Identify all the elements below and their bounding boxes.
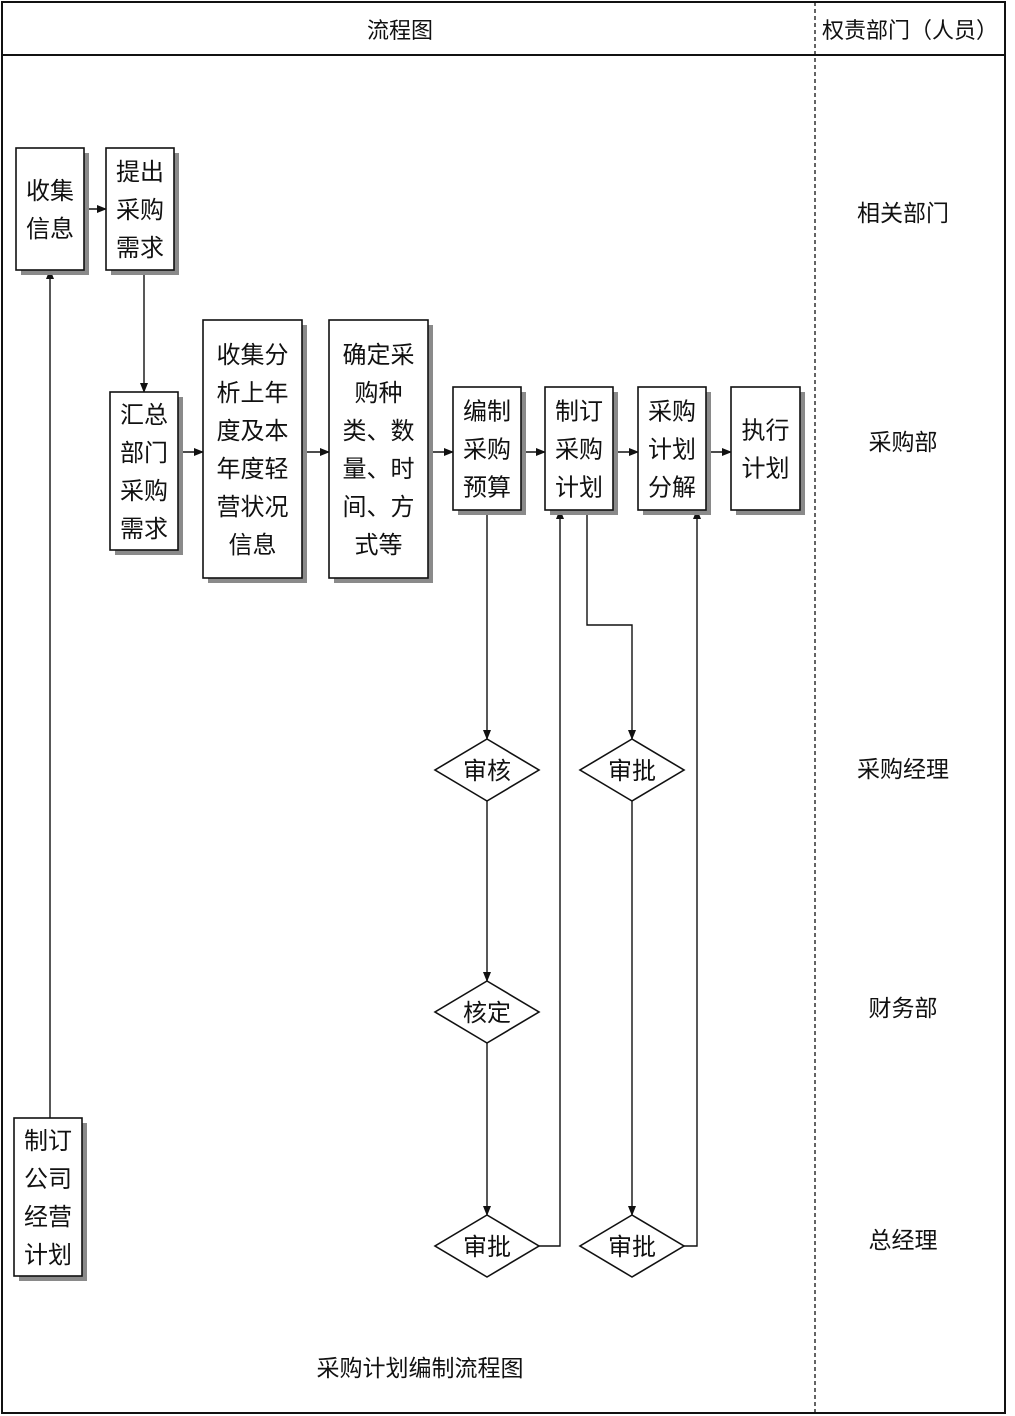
node-label-line: 审批 [608, 757, 656, 785]
node-label-line: 营状况 [217, 493, 289, 521]
node-label-line: 审批 [608, 1233, 656, 1261]
node-label-line: 购种 [355, 379, 403, 407]
node-label-line: 经营 [24, 1203, 72, 1231]
node-label-line: 采购 [463, 436, 511, 464]
node-box [544, 386, 614, 511]
node-box [15, 147, 85, 271]
node-box [109, 391, 179, 551]
node-review: 审核 [433, 738, 541, 802]
node-label-line: 计划 [24, 1241, 72, 1269]
node-approve-gm1: 审批 [433, 1214, 541, 1278]
node-label-line: 析上年 [217, 379, 289, 407]
node-box [202, 319, 303, 579]
node-approve-gm2: 审批 [578, 1214, 686, 1278]
dept-label-purchasing: 采购部 [869, 430, 938, 456]
node-label-line: 采购 [120, 477, 168, 505]
node-label-line: 需求 [116, 234, 164, 262]
edge-make-plan-to-approve-mgr [586, 510, 636, 740]
node-label-line: 信息 [229, 531, 277, 559]
node-label-line: 计划 [648, 436, 696, 464]
node-label-line: 汇总 [120, 401, 168, 429]
node-label-line: 量、时 [343, 455, 415, 483]
dept-column-title: 权责部门（人员） [822, 19, 998, 44]
flow-column-title: 流程图 [367, 19, 433, 44]
node-label-line: 计划 [742, 455, 790, 483]
node-label-line: 计划 [555, 474, 603, 502]
node-label-line: 核定 [463, 999, 511, 1027]
node-label-line: 收集分 [217, 341, 289, 369]
node-box [637, 386, 707, 511]
node-label-line: 制订 [555, 398, 603, 426]
edge-approve-gm1-to-make-plan [539, 509, 564, 1247]
node-label-line: 间、方 [343, 493, 415, 521]
decision-diamond [433, 738, 541, 802]
dept-label-related: 相关部门 [857, 201, 949, 227]
node-approve-mgr: 审批 [578, 738, 686, 802]
node-box [105, 147, 175, 271]
node-label-line: 采购 [555, 436, 603, 464]
node-label-line: 预算 [463, 474, 511, 502]
dept-label-general-manager: 总经理 [869, 1228, 938, 1254]
node-box [13, 1117, 83, 1277]
flow-nodes: 收集信息提出采购需求汇总部门采购需求收集分析上年度及本年度轻营状况信息确定采购种… [13, 147, 805, 1281]
node-label-line: 审批 [463, 1233, 511, 1261]
node-label-line: 执行 [742, 417, 790, 445]
node-label-line: 审核 [463, 757, 511, 785]
dept-label-purchasing-manager: 采购经理 [857, 757, 949, 783]
node-box [730, 386, 801, 511]
node-label-line: 收集 [26, 177, 74, 205]
node-label-line: 分解 [648, 474, 696, 502]
node-label-line: 公司 [24, 1165, 72, 1193]
node-box [452, 386, 522, 511]
node-verify: 核定 [433, 980, 541, 1044]
node-label-line: 提出 [116, 158, 164, 186]
decision-diamond [433, 1214, 541, 1278]
node-label-line: 度及本 [217, 417, 289, 445]
node-label-line: 年度轻 [217, 455, 289, 483]
node-label-line: 式等 [355, 531, 403, 559]
edge-approve-gm2-to-decompose [684, 509, 701, 1247]
node-label-line: 采购 [116, 196, 164, 224]
diagram-caption: 采购计划编制流程图 [317, 1356, 524, 1382]
node-box [328, 319, 429, 579]
node-label-line: 信息 [26, 215, 74, 243]
node-label-line: 需求 [120, 515, 168, 543]
node-label-line: 类、数 [343, 417, 415, 445]
decision-diamond [433, 980, 541, 1044]
node-label-line: 部门 [120, 439, 168, 467]
decision-diamond [578, 738, 686, 802]
decision-diamond [578, 1214, 686, 1278]
node-label-line: 采购 [648, 398, 696, 426]
node-label-line: 制订 [24, 1127, 72, 1155]
dept-label-finance: 财务部 [869, 996, 938, 1022]
node-label-line: 确定采 [343, 341, 415, 369]
node-label-line: 编制 [463, 398, 511, 426]
